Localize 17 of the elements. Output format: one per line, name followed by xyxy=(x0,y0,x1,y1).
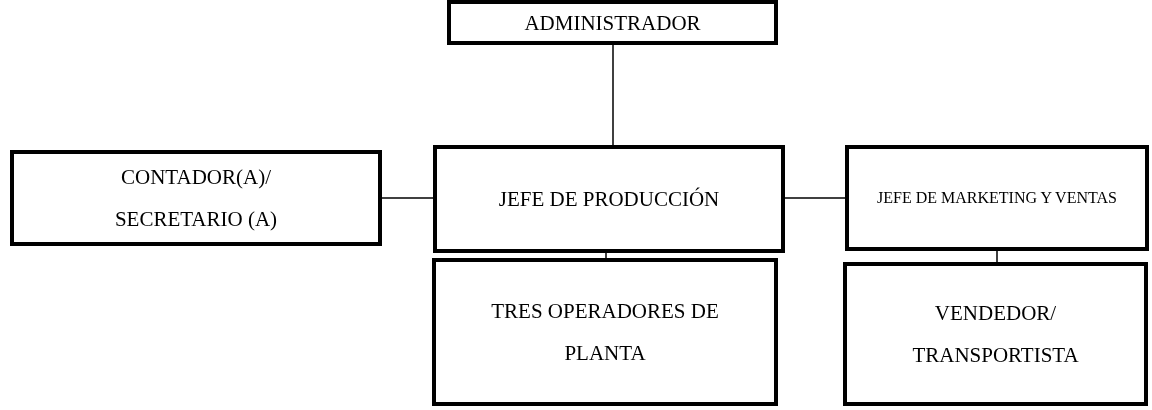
org-box xyxy=(433,145,785,253)
role-label: JEFE DE PRODUCCIÓN xyxy=(497,186,721,213)
connector-line xyxy=(605,252,607,259)
org-box xyxy=(843,262,1148,406)
connector-line xyxy=(996,250,998,263)
connector-line xyxy=(612,44,614,146)
org-box xyxy=(845,145,1149,251)
org-box xyxy=(447,0,778,45)
role-label: JEFE DE MARKETING Y VENTAS xyxy=(876,188,1118,208)
role-label: ADMINISTRADOR xyxy=(523,9,702,37)
org-box xyxy=(432,258,778,406)
connector-line xyxy=(381,197,434,199)
role-label: CONTADOR(A)/ SECRETARIO (A) xyxy=(113,164,279,233)
role-label: TRES OPERADORES DE PLANTA xyxy=(490,298,720,367)
org-box xyxy=(10,150,382,246)
role-label: VENDEDOR/ TRANSPORTISTA xyxy=(911,300,1080,369)
connector-line xyxy=(784,197,846,199)
